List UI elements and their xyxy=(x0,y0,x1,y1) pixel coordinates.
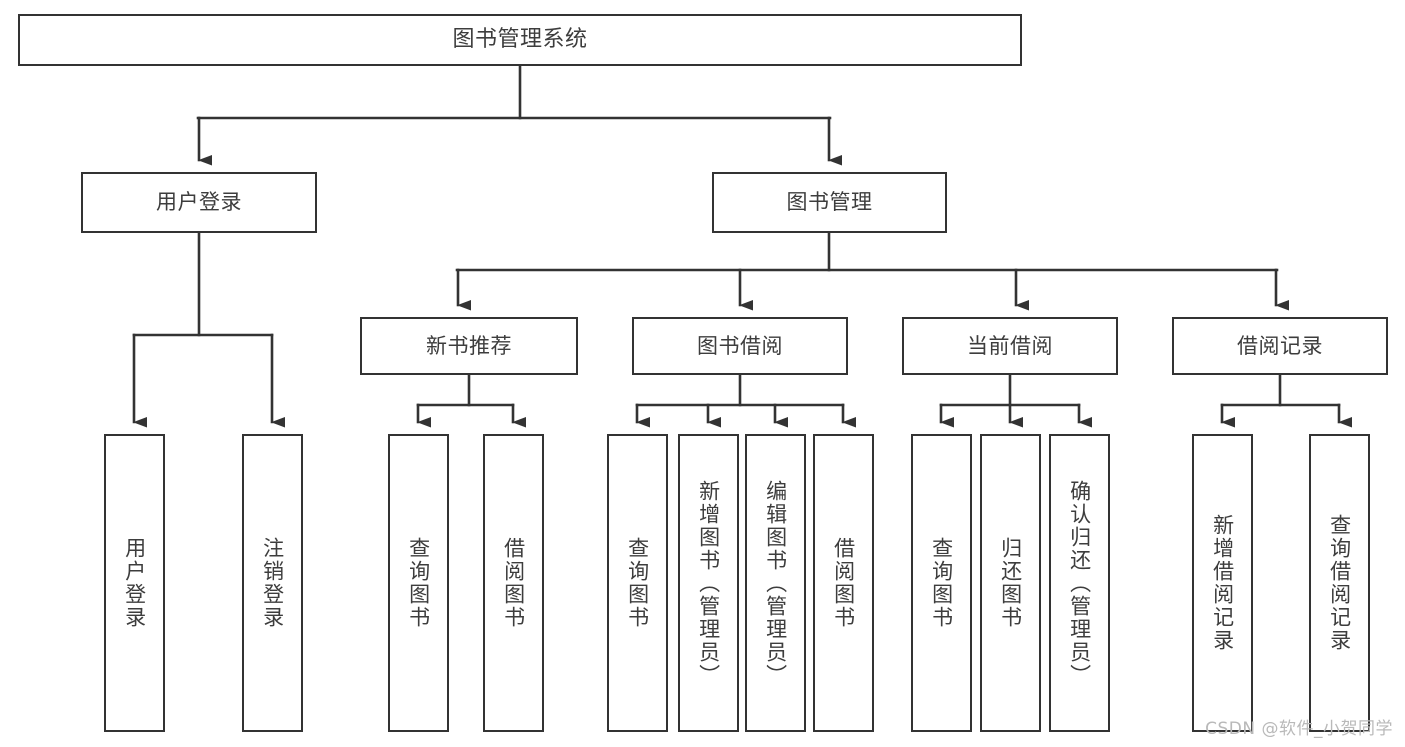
node-leaf-logout[interactable]: 注销登录 xyxy=(242,434,303,732)
node-leaf-borrow-book[interactable]: 借阅图书 xyxy=(813,434,874,732)
node-leaf-query-borrow-record[interactable]: 查询借阅记录 xyxy=(1309,434,1370,732)
node-label: 借阅记录 xyxy=(1237,333,1323,358)
node-label: 归还图书 xyxy=(998,537,1023,629)
node-current-borrow[interactable]: 当前借阅 xyxy=(902,317,1118,375)
node-label: 新增借阅记录 xyxy=(1210,514,1235,652)
node-leaf-query-book-current[interactable]: 查询图书 xyxy=(911,434,972,732)
node-leaf-return-book[interactable]: 归还图书 xyxy=(980,434,1041,732)
node-label: 确认归还（管理员） xyxy=(1067,479,1092,687)
node-borrow-record[interactable]: 借阅记录 xyxy=(1172,317,1388,375)
node-leaf-borrow-book-recommend[interactable]: 借阅图书 xyxy=(483,434,544,732)
node-label: 查询图书 xyxy=(929,537,954,629)
node-label: 编辑图书（管理员） xyxy=(763,479,788,687)
node-label: 当前借阅 xyxy=(967,333,1053,358)
node-label: 图书管理系统 xyxy=(452,26,588,52)
node-leaf-add-borrow-record[interactable]: 新增借阅记录 xyxy=(1192,434,1253,732)
node-leaf-query-book[interactable]: 查询图书 xyxy=(607,434,668,732)
node-leaf-add-book-admin[interactable]: 新增图书（管理员） xyxy=(678,434,739,732)
node-new-book-recommend[interactable]: 新书推荐 xyxy=(360,317,578,375)
node-leaf-edit-book-admin[interactable]: 编辑图书（管理员） xyxy=(745,434,806,732)
node-label: 借阅图书 xyxy=(831,537,856,629)
watermark-text: CSDN @软件_小贺同学 xyxy=(1205,719,1393,739)
node-label: 图书借阅 xyxy=(697,333,783,358)
node-label: 新增图书（管理员） xyxy=(696,479,721,687)
node-label: 注销登录 xyxy=(260,537,285,629)
node-user-login[interactable]: 用户登录 xyxy=(81,172,317,233)
node-label: 查询图书 xyxy=(625,537,650,629)
node-leaf-query-book-recommend[interactable]: 查询图书 xyxy=(388,434,449,732)
node-leaf-user-login[interactable]: 用户登录 xyxy=(104,434,165,732)
node-label: 新书推荐 xyxy=(426,333,512,358)
node-leaf-confirm-return-admin[interactable]: 确认归还（管理员） xyxy=(1049,434,1110,732)
node-label: 用户登录 xyxy=(156,190,242,215)
node-root-book-management-system[interactable]: 图书管理系统 xyxy=(18,14,1022,66)
node-label: 图书管理 xyxy=(786,190,873,215)
node-label: 借阅图书 xyxy=(501,537,526,629)
node-book-management[interactable]: 图书管理 xyxy=(712,172,947,233)
node-book-borrow[interactable]: 图书借阅 xyxy=(632,317,848,375)
node-label: 查询图书 xyxy=(406,537,431,629)
node-label: 用户登录 xyxy=(122,537,147,629)
node-label: 查询借阅记录 xyxy=(1327,514,1352,652)
